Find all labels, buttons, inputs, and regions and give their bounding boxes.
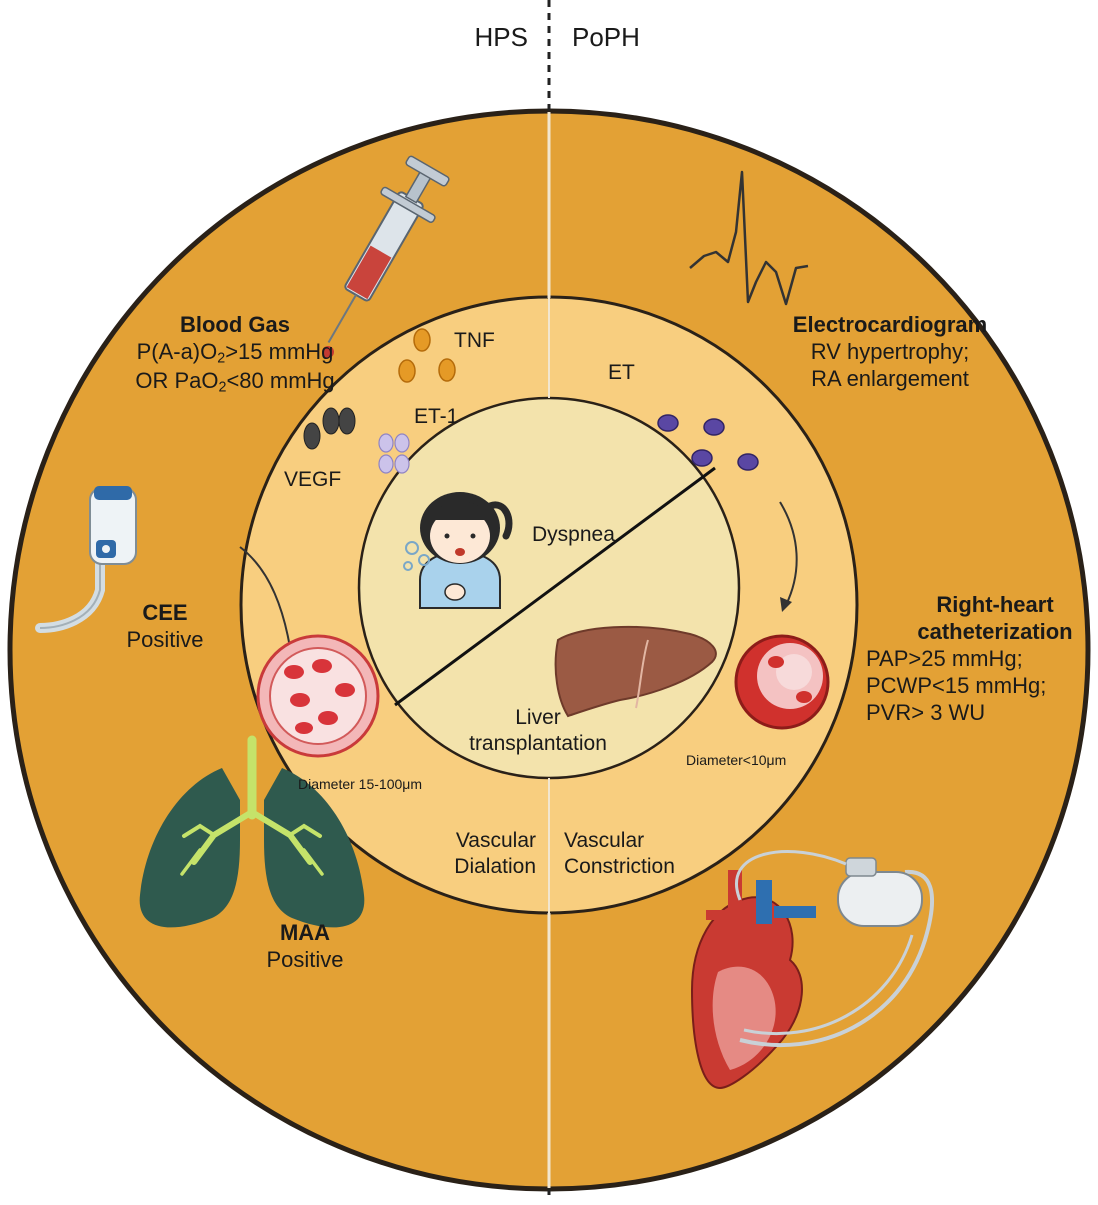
- electrocardiogram-title: Electrocardiogram: [792, 312, 988, 337]
- cee-value: Positive: [126, 626, 204, 652]
- vascular-constriction-label: Vascular Constriction: [564, 829, 675, 878]
- hps-diameter-label: Diameter 15-100μm: [298, 776, 423, 792]
- pacemaker-icon: [837, 857, 923, 927]
- lungs-icon: [139, 735, 365, 928]
- liver-transplantation-label: Liver transplantation: [469, 706, 607, 755]
- blood-gas-title: Blood Gas: [179, 312, 290, 337]
- electrocardiogram-label: Electrocardiogram RV hypertrophy; RA enl…: [760, 312, 1020, 392]
- poph-header: PoPH: [572, 22, 640, 52]
- et1-label: ET-1: [414, 405, 459, 428]
- et1-molecules: [378, 433, 410, 474]
- cee-title: CEE: [142, 600, 188, 625]
- et-label: ET: [608, 361, 635, 384]
- rhc-criteria: PAP>25 mmHg; PCWP<15 mmHg; PVR> 3 WU: [866, 646, 1047, 725]
- blood-gas-criterion-2: OR PaO2<80 mmHg: [135, 367, 335, 396]
- hps-header: HPS: [474, 22, 528, 52]
- vegf-label: VEGF: [284, 468, 342, 491]
- dilated-vessel-icon: [256, 634, 380, 758]
- constricted-vessel-icon: [734, 634, 830, 730]
- dyspnea-label: Dyspnea: [532, 523, 615, 546]
- liver-icon: [554, 625, 717, 718]
- vegf-molecules: [303, 407, 356, 450]
- blood-gas-label: Blood Gas P(A-a)O2>15 mmHg OR PaO2<80 mm…: [115, 312, 355, 397]
- tnf-molecules: [398, 328, 456, 383]
- pacemaker-lead: [735, 850, 847, 901]
- tnf-label: TNF: [454, 329, 495, 352]
- maa-label: MAA Positive: [240, 920, 370, 974]
- et-molecules: [657, 414, 759, 471]
- poph-diameter-label: Diameter<10μm: [686, 752, 787, 768]
- syringe-icon: [322, 155, 450, 358]
- maa-value: Positive: [266, 946, 344, 972]
- maa-title: MAA: [279, 920, 331, 945]
- heart-icon: [690, 869, 935, 1090]
- inner-diagonal: [394, 466, 716, 707]
- ecg-trace-icon: [689, 170, 809, 306]
- blood-gas-criterion-1: P(A-a)O2>15 mmHg: [136, 338, 334, 367]
- poph-arrow: [779, 501, 798, 612]
- ecg-finding-1: RV hypertrophy;: [810, 338, 970, 364]
- ultrasound-probe-icon: [35, 486, 137, 633]
- rhc-title: Right-heart catheterization: [917, 592, 1073, 644]
- vascular-dilation-label: Vascular Dialation: [454, 829, 536, 878]
- cee-label: CEE Positive: [110, 600, 220, 654]
- dyspnea-person-icon: [403, 492, 513, 609]
- ecg-finding-2: RA enlargement: [811, 365, 969, 391]
